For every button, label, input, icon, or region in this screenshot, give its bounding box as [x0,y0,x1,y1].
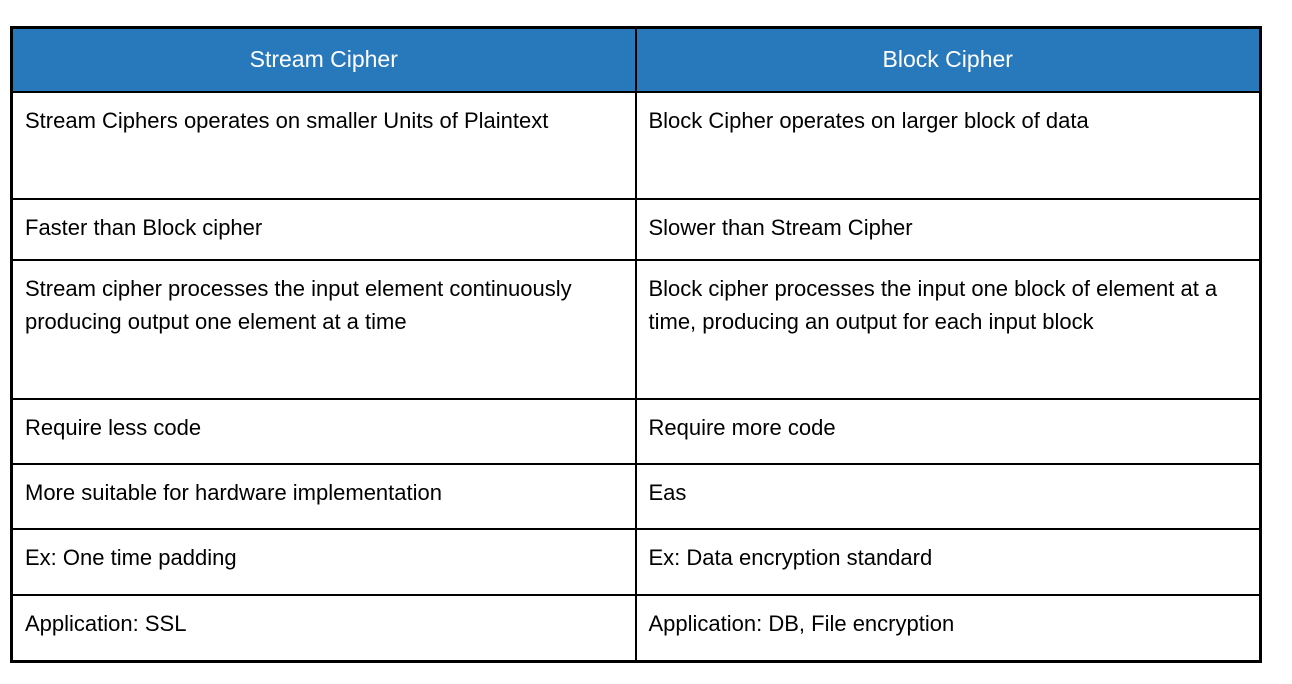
stream-cipher-cell: Stream Ciphers operates on smaller Units… [10,90,637,200]
stream-cipher-cell: Stream cipher processes the input elemen… [10,258,637,400]
cipher-comparison-table: Stream Cipher Block Cipher Stream Cipher… [10,26,1262,663]
block-cipher-cell: Application: DB, File encryption [634,593,1262,663]
stream-cipher-cell: Ex: One time padding [10,527,637,596]
table-row-processing: Stream cipher processes the input elemen… [10,258,1262,400]
stream-cipher-cell: Require less code [10,397,637,465]
block-cipher-cell: Block cipher processes the input one blo… [634,258,1262,400]
header-stream-cipher: Stream Cipher [10,26,637,93]
stream-cipher-cell: Faster than Block cipher [10,197,637,261]
table-row-speed: Faster than Block cipher Slower than Str… [10,197,1262,261]
block-cipher-cell: Require more code [634,397,1262,465]
table-row-operates: Stream Ciphers operates on smaller Units… [10,90,1262,200]
block-cipher-cell: Slower than Stream Cipher [634,197,1262,261]
stream-cipher-cell: More suitable for hardware implementatio… [10,462,637,530]
block-cipher-cell: Block Cipher operates on larger block of… [634,90,1262,200]
block-cipher-cell: Ex: Data encryption standard [634,527,1262,596]
table-row-example: Ex: One time padding Ex: Data encryption… [10,527,1262,596]
header-row: Stream Cipher Block Cipher [10,26,1262,93]
header-block-cipher: Block Cipher [634,26,1262,93]
stream-cipher-cell: Application: SSL [10,593,637,663]
block-cipher-cell: Eas [634,462,1262,530]
table-row-suitability: More suitable for hardware implementatio… [10,462,1262,530]
table-row-code: Require less code Require more code [10,397,1262,465]
table-row-application: Application: SSL Application: DB, File e… [10,593,1262,663]
